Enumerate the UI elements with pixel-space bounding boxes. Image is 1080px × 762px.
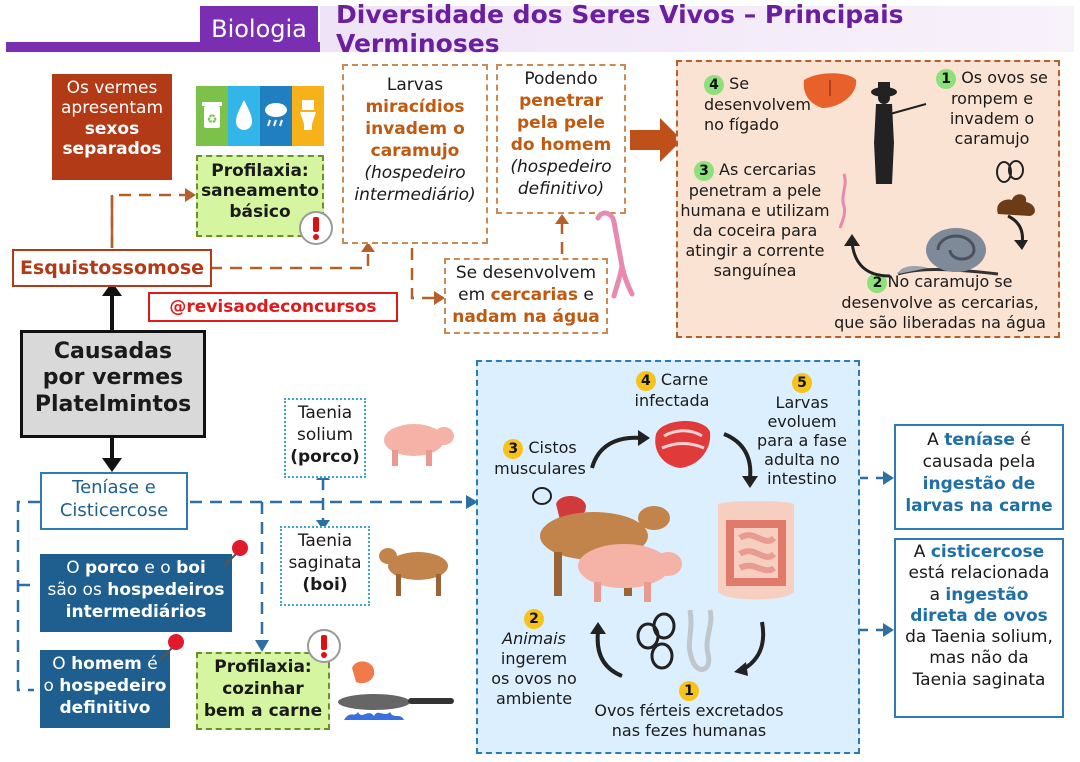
eggs-worm-icon [636,609,714,672]
cycle-arrow-left-up [844,234,891,278]
tenia-step-4: 4 Carne infectada [634,370,710,410]
esquistossomose-label: Esquistossomose [12,249,212,287]
cow-pig-icon [540,506,682,602]
penetrar-pele-box: Podendo penetrar pela pele do homem (hos… [496,64,626,214]
svg-text:♻: ♻ [207,112,218,126]
eggs-feces-icon [996,160,1035,216]
pig-icon [384,424,454,466]
cercarias-box: Se desenvolvem em cercarias e nadam na á… [444,258,608,334]
cycle-arrow-3-4 [590,430,650,469]
hospedeiro-definitivo-box: O homem é o hospedeiro definitivo [40,650,170,728]
taenia-solium-box: Taenia solium (porco) [284,398,366,478]
tenia-step-3: 3 Cistos musculares [494,438,586,478]
recycle-icon: ♻ [196,86,228,146]
handle-label: @revisaodeconcursos [148,292,398,322]
cisticercose-definicao-box: A cisticercose está relacionada a ingest… [894,538,1064,718]
central-box: Causadas por vermes Platelmintos [20,330,206,438]
warning-icon [299,211,333,245]
teniase-label: Teníase e Cisticercose [40,472,188,530]
taenia-saginata-box: Taenia saginata (boi) [280,526,370,606]
cercaria-small-icon [838,173,847,229]
hospedeiros-intermediarios-box: O porco e o boi são os hospedeiros inter… [40,554,232,632]
cow-icon [379,548,448,596]
water-drop-icon [228,86,260,146]
larvas-miracidios-box: Larvas miracídios invadem o caramujo (ho… [342,64,488,244]
intestine-icon [718,501,794,600]
cycle-arrow-1-2 [590,622,623,678]
esquisto-step-4: 4 Se desenvolvem no fígado [704,74,811,134]
cycle-arrow-down-right [1007,214,1028,250]
tenia-step-5: 5 Larvas evoluem para a fase adulta no i… [757,372,847,489]
cycle-arrow-4-5 [723,432,758,488]
frying-pan-icon [338,661,454,720]
esquisto-step-1: 1 Os ovos se rompem e invadem o caramujo [930,68,1054,149]
sexos-separados-box: Os vermes apresentam sexos separados [52,74,172,180]
header-bar [6,42,320,52]
esquisto-step-3: 3 As cercarias penetram a pele humana e … [680,160,830,280]
pushpin-icon-2 [159,634,184,661]
esquisto-cycle-panel [676,60,1060,338]
tenia-step-1: 1 Ovos férteis excretados nas fezes huma… [594,680,784,740]
cercaria-icon [595,210,635,299]
snail-icon [897,228,999,276]
teniase-definicao-box: A teníase é causada pela ingestão de lar… [894,424,1064,530]
cycle-arrow-5-1 [734,621,766,676]
sanitation-icons: ♻ [196,86,324,146]
liver-icon [803,73,857,108]
subject-label: Biologia [200,6,318,52]
toilet-icon [292,86,324,146]
meat-icon [655,420,711,468]
warning-icon-2 [307,629,341,663]
fisherman-icon [871,82,927,184]
page-title: Diversidade dos Seres Vivos – Principais… [320,0,1074,58]
pushpin-icon [223,540,248,567]
tenia-step-2: 2 Animais ingerem os ovos no ambiente [491,608,577,708]
profilaxia-cozinhar-box: Profilaxia: cozinhar bem a carne [196,652,330,730]
rain-cloud-icon [260,86,292,146]
